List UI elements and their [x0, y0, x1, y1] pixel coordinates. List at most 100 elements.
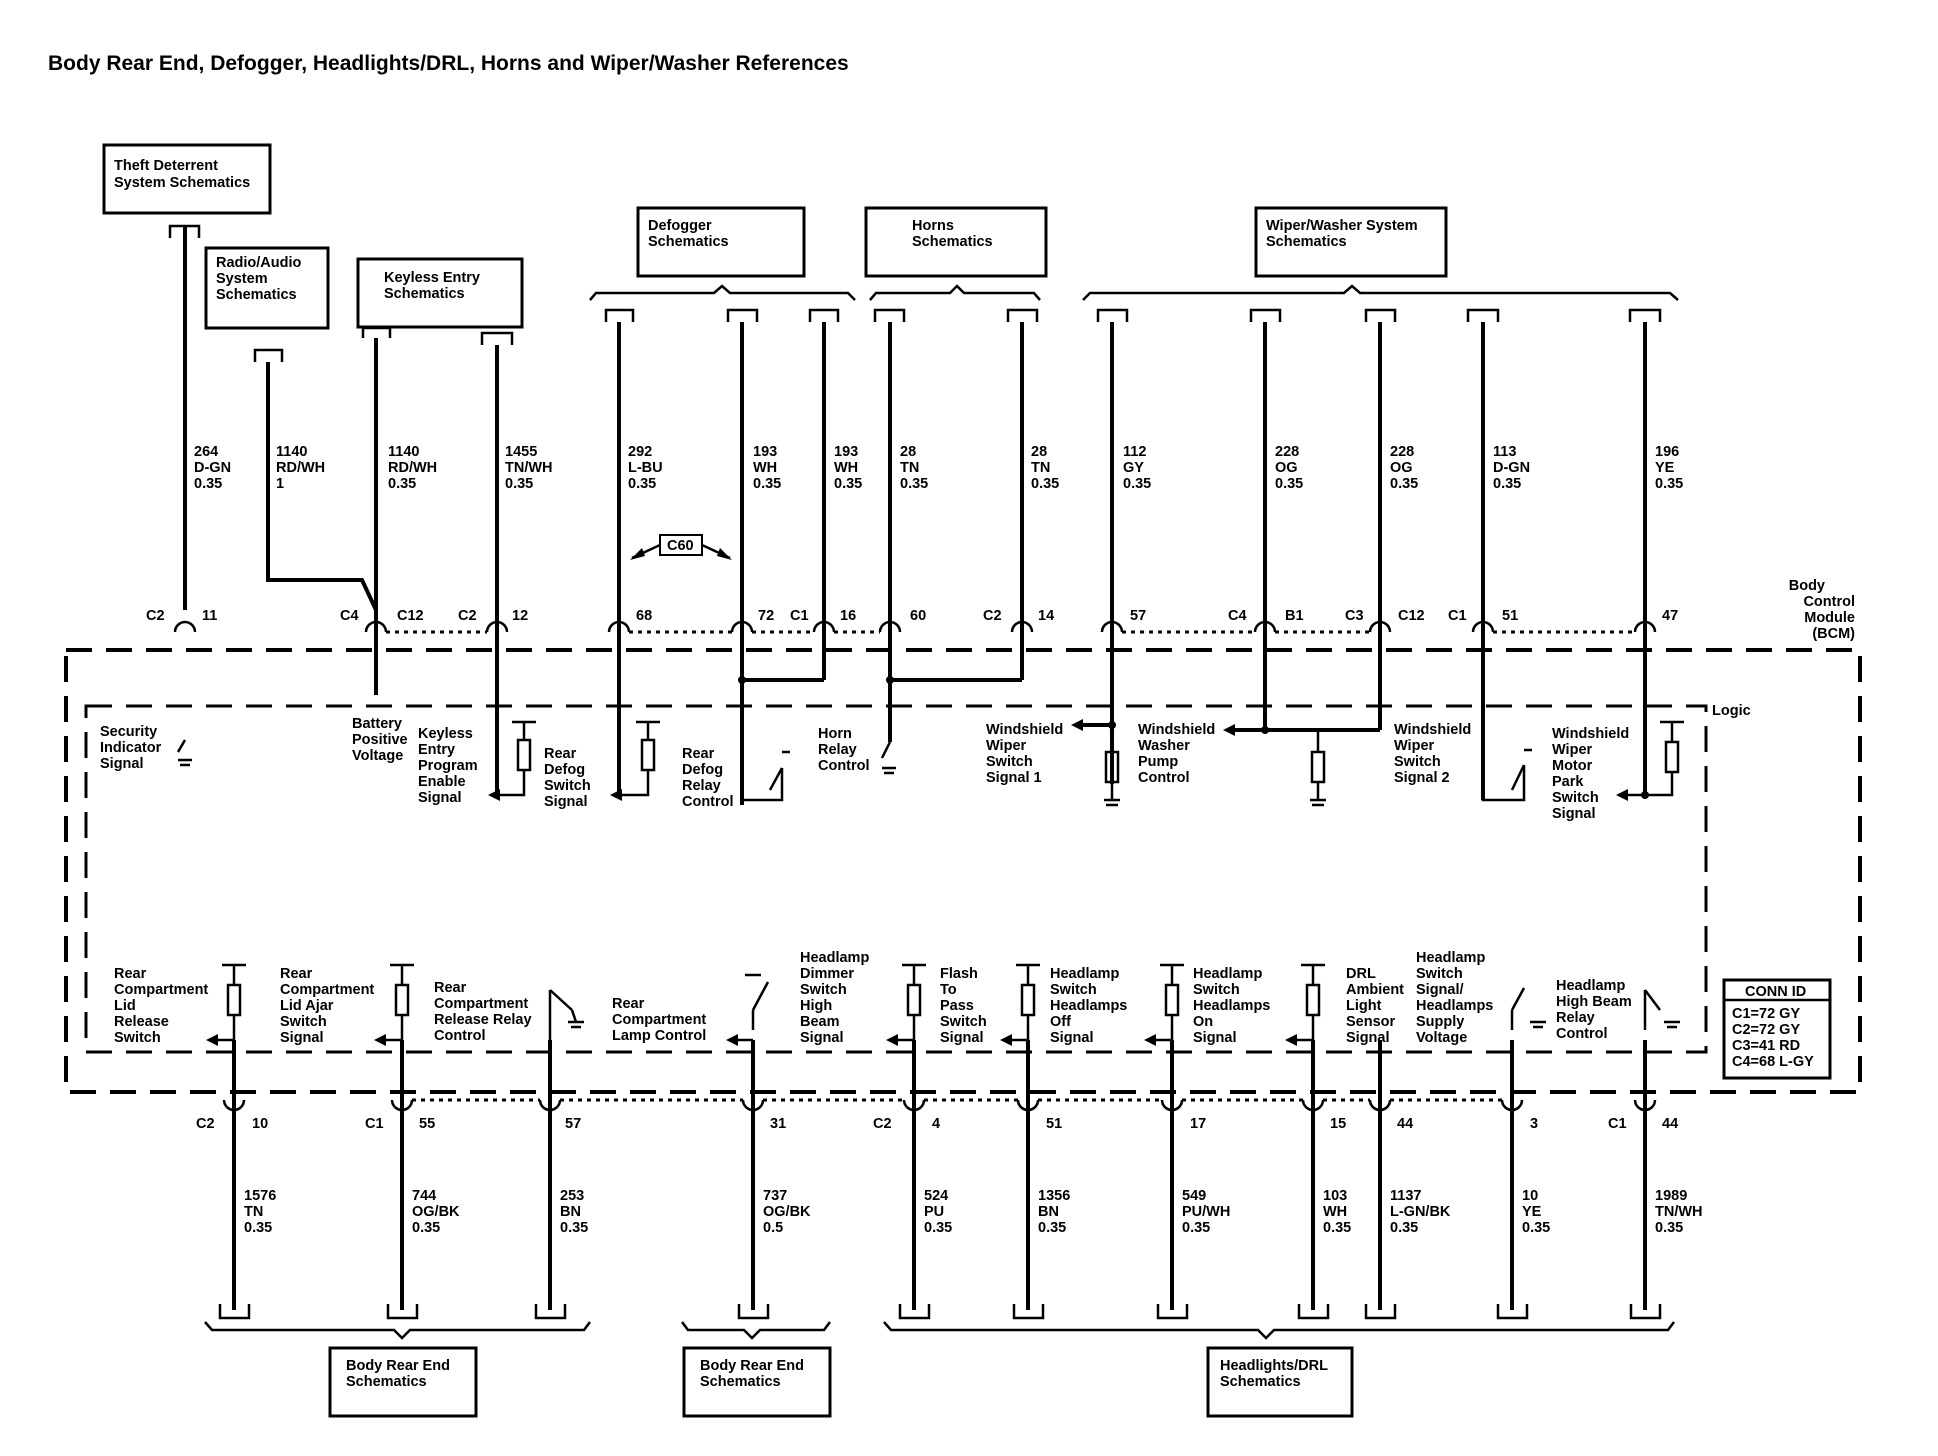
svg-text:Windshield: Windshield — [1552, 726, 1629, 742]
signal-arrows-top — [488, 719, 1628, 801]
svg-text:549: 549 — [1182, 1188, 1206, 1204]
svg-text:Windshield: Windshield — [1138, 722, 1215, 738]
svg-text:113: 113 — [1493, 444, 1516, 460]
svg-text:253: 253 — [560, 1188, 584, 1204]
ref-box-body-rear-end-1[interactable]: Body Rear End Schematics — [328, 1346, 478, 1418]
svg-text:57: 57 — [565, 1116, 581, 1132]
svg-text:WH: WH — [1323, 1204, 1347, 1220]
ref-box-defogger[interactable]: Defogger Schematics — [636, 206, 806, 278]
svg-text:16: 16 — [840, 608, 856, 624]
ref-box-wiper-washer[interactable]: Wiper/Washer System Schematics — [1254, 206, 1448, 278]
svg-text:C1: C1 — [790, 608, 809, 624]
svg-text:193: 193 — [834, 444, 858, 460]
svg-text:57: 57 — [1130, 608, 1146, 624]
label-trunk-release-relay: Rear Compartment Release Relay Control — [434, 980, 532, 1044]
svg-text:Motor: Motor — [1552, 758, 1593, 774]
svg-text:Signal: Signal — [1346, 1030, 1390, 1046]
label-defog-switch: Rear Defog Switch Signal — [544, 746, 591, 810]
svg-text:Battery: Battery — [352, 716, 402, 732]
svg-text:Relay: Relay — [1556, 1010, 1595, 1026]
svg-text:1576: 1576 — [244, 1188, 276, 1204]
svg-text:Signal: Signal — [418, 790, 462, 806]
svg-text:C2: C2 — [873, 1116, 892, 1132]
ref-box-text: Radio/Audio — [216, 255, 302, 271]
svg-text:OG: OG — [1275, 460, 1298, 476]
svg-text:196: 196 — [1655, 444, 1679, 460]
bottom-tap-lines — [210, 1015, 1315, 1042]
svg-text:Voltage: Voltage — [1416, 1030, 1467, 1046]
bcm-module-label: Body Control Module (BCM) — [1789, 578, 1855, 642]
svg-text:292: 292 — [628, 444, 652, 460]
label-trunk-lamp: Rear Compartment Lamp Control — [612, 996, 706, 1044]
svg-text:Switch: Switch — [544, 778, 591, 794]
svg-text:Pass: Pass — [940, 998, 974, 1014]
svg-text:TN/WH: TN/WH — [1655, 1204, 1703, 1220]
svg-text:WH: WH — [834, 460, 858, 476]
ref-box-keyless-entry[interactable]: Keyless Entry Schematics — [356, 257, 524, 329]
label-wiper-switch-2: Windshield Wiper Switch Signal 2 — [1394, 722, 1471, 786]
inline-connector-c60[interactable]: C60 — [630, 534, 732, 560]
svg-text:Control: Control — [682, 794, 734, 810]
svg-text:Rear: Rear — [434, 980, 467, 996]
svg-text:112: 112 — [1123, 444, 1146, 460]
svg-text:GY: GY — [1123, 460, 1144, 476]
svg-text:0.35: 0.35 — [753, 476, 781, 492]
conn-id-row: C2=72 GY — [1732, 1022, 1800, 1038]
svg-text:Lamp Control: Lamp Control — [612, 1028, 706, 1044]
svg-text:Windshield: Windshield — [1394, 722, 1471, 738]
svg-text:Compartment: Compartment — [114, 982, 208, 998]
connector-label: C60 — [667, 538, 694, 554]
svg-text:Signal: Signal — [940, 1030, 984, 1046]
svg-text:Switch: Switch — [986, 754, 1033, 770]
svg-text:Positive: Positive — [352, 732, 408, 748]
svg-text:OG: OG — [1390, 460, 1413, 476]
brace-horns — [869, 284, 1041, 301]
svg-text:0.35: 0.35 — [1655, 476, 1683, 492]
svg-text:On: On — [1193, 1014, 1213, 1030]
washer-pump-node — [1232, 728, 1326, 807]
svg-text:Headlamp: Headlamp — [1416, 950, 1485, 966]
svg-text:Horn: Horn — [818, 726, 852, 742]
logic-block-outline — [84, 704, 1708, 1054]
svg-text:Signal/: Signal/ — [1416, 982, 1464, 998]
svg-text:Indicator: Indicator — [100, 740, 162, 756]
svg-text:0.35: 0.35 — [194, 476, 222, 492]
svg-text:Release: Release — [114, 1014, 169, 1030]
ref-box-headlights-drl[interactable]: Headlights/DRL Schematics — [1206, 1346, 1354, 1418]
ref-box-body-rear-end-2[interactable]: Body Rear End Schematics — [682, 1346, 832, 1418]
ref-box-horns[interactable]: Horns Schematics — [864, 206, 1048, 278]
bottom-ground-switches — [548, 973, 1680, 1040]
svg-text:Enable: Enable — [418, 774, 466, 790]
ref-box-theft-deterrent[interactable]: Theft Deterrent System Schematics — [102, 143, 272, 215]
svg-text:Park: Park — [1552, 774, 1584, 790]
ref-box-text: System Schematics — [114, 175, 250, 191]
svg-text:Lid: Lid — [114, 998, 136, 1014]
svg-text:0.35: 0.35 — [1390, 476, 1418, 492]
svg-text:0.35: 0.35 — [900, 476, 928, 492]
svg-text:Rear: Rear — [544, 746, 577, 762]
svg-text:Headlamp: Headlamp — [1556, 978, 1625, 994]
svg-text:Rear: Rear — [280, 966, 313, 982]
ref-box-radio-audio[interactable]: Radio/Audio System Schematics — [204, 246, 330, 330]
svg-text:0.35: 0.35 — [1275, 476, 1303, 492]
svg-text:17: 17 — [1190, 1116, 1206, 1132]
brace-wiper — [1082, 284, 1679, 301]
label-headlamps-on: Headlamp Switch Headlamps On Signal — [1193, 966, 1270, 1046]
svg-text:High Beam: High Beam — [1556, 994, 1632, 1010]
svg-text:Pump: Pump — [1138, 754, 1178, 770]
svg-text:C12: C12 — [397, 608, 424, 624]
svg-text:Headlamp: Headlamp — [1050, 966, 1119, 982]
svg-text:Voltage: Voltage — [352, 748, 403, 764]
svg-text:0.35: 0.35 — [1522, 1220, 1550, 1236]
svg-text:Wiper: Wiper — [1394, 738, 1435, 754]
svg-text:C4: C4 — [1228, 608, 1247, 624]
